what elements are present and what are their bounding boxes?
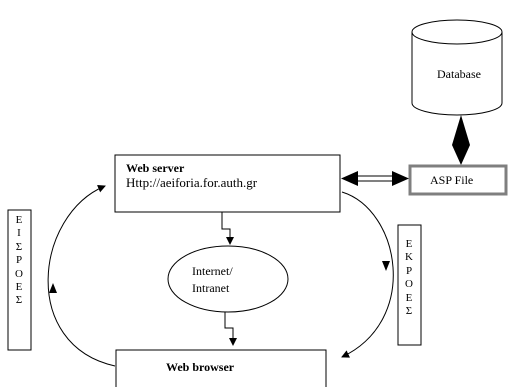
database-cylinder — [411, 19, 503, 116]
internet-label-line2: Intranet — [192, 281, 230, 295]
inputs-vertical-label: Ε Ι Σ Ρ Ο Ε Σ — [9, 214, 29, 308]
inputs-letter: Ι — [17, 227, 21, 240]
inputs-letter: Ε — [15, 214, 23, 226]
outputs-label-box — [397, 224, 422, 346]
inputs-letter: Ρ — [15, 254, 23, 267]
inputs-letter: Ε — [15, 281, 23, 294]
web-server-title: Web server — [126, 161, 185, 175]
outputs-letter: Σ — [405, 305, 413, 318]
outputs-letter: Ε — [405, 291, 413, 304]
inputs-curve-arrow — [47, 184, 116, 367]
inputs-letter: Ο — [15, 267, 23, 280]
server-asp-double-arrow — [341, 171, 409, 186]
outputs-vertical-label: Ε Κ Ρ Ο Ε Σ — [399, 238, 419, 318]
internet-label-line1: Internet/ — [192, 264, 233, 278]
inputs-letter: Σ — [15, 294, 23, 307]
web-browser-box — [115, 349, 327, 387]
outputs-letter: Ρ — [405, 264, 413, 277]
inputs-letter: Σ — [15, 240, 23, 253]
outputs-letter: Ο — [405, 278, 413, 291]
inputs-midpoint-arrow — [49, 283, 57, 293]
outputs-letter: Κ — [405, 251, 413, 264]
internet-ellipse — [167, 245, 289, 313]
web-server-url: Http://aeiforia.for.auth.gr — [126, 175, 258, 190]
inputs-label-box — [7, 209, 32, 351]
internet-to-browser-connector — [224, 312, 237, 346]
outputs-midpoint-arrow — [382, 261, 390, 271]
server-to-internet-connector — [221, 212, 234, 245]
outputs-letter: Ε — [405, 238, 413, 250]
asp-file-box — [408, 164, 508, 196]
outputs-curve-arrow — [341, 191, 394, 358]
database-label: Database — [437, 67, 481, 81]
web-server-box — [114, 154, 341, 213]
asp-file-label: ASP File — [430, 173, 474, 187]
database-connector-diamond — [452, 115, 470, 165]
web-browser-title: Web browser — [166, 360, 235, 374]
